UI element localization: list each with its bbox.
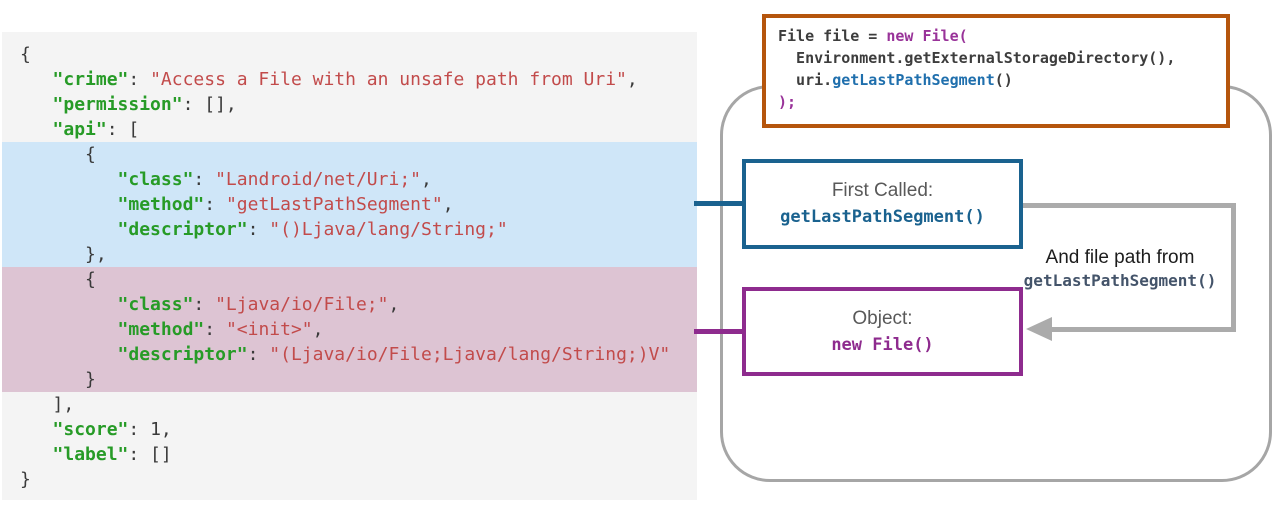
code-line: "method": "getLastPathSegment",	[2, 192, 697, 217]
code-line: {	[2, 142, 697, 167]
code-line: "label": []	[52, 444, 172, 465]
code-line: "score": 1,	[52, 419, 172, 440]
code-line: );	[778, 93, 797, 111]
first-called-method: getLastPathSegment()	[780, 207, 985, 227]
purple-connector-line	[694, 329, 746, 334]
first-called-box: First Called: getLastPathSegment()	[742, 159, 1023, 249]
blue-connector-line	[694, 201, 746, 206]
code-line: uri.getLastPathSegment()	[778, 71, 1013, 89]
java-code-box: File file = new File( Environment.getExt…	[762, 14, 1230, 128]
arrow-label: And file path from getLastPathSegment()	[1008, 246, 1232, 292]
gray-arrow-segment-top	[1022, 203, 1236, 208]
code-line: "descriptor": "(Ljava/io/File;Ljava/lang…	[2, 342, 697, 367]
code-line: File file = new File(	[778, 27, 968, 45]
code-line: "crime": "Access a File with an unsafe p…	[52, 69, 638, 90]
code-line: "class": "Landroid/net/Uri;",	[2, 167, 697, 192]
code-line: "method": "<init>",	[2, 317, 697, 342]
object-box: Object: new File()	[742, 287, 1023, 376]
gray-arrowhead-icon	[1026, 317, 1052, 341]
arrow-label-text: And file path from	[1045, 247, 1195, 268]
object-constructor: new File()	[831, 334, 934, 355]
gray-arrow-segment-right	[1231, 203, 1236, 332]
code-line: {	[2, 267, 697, 292]
code-line: "class": "Ljava/io/File;",	[2, 292, 697, 317]
code-line: "descriptor": "()Ljava/lang/String;"	[2, 217, 697, 242]
code-line: Environment.getExternalStorageDirectory(…	[778, 49, 1176, 67]
code-line: },	[2, 242, 697, 267]
arrow-label-method: getLastPathSegment()	[1023, 271, 1217, 290]
gray-arrow-segment-bottom	[1050, 327, 1236, 332]
json-code-panel: { "crime": "Access a File with an unsafe…	[2, 32, 697, 500]
code-line: "api": [	[52, 119, 140, 140]
code-line: }	[2, 367, 697, 392]
code-line: "permission": [],	[52, 94, 237, 115]
code-line: {	[20, 44, 31, 65]
first-called-title: First Called:	[831, 180, 934, 201]
code-line: }	[20, 469, 31, 490]
object-title: Object:	[852, 307, 913, 329]
code-line: ],	[20, 394, 75, 415]
